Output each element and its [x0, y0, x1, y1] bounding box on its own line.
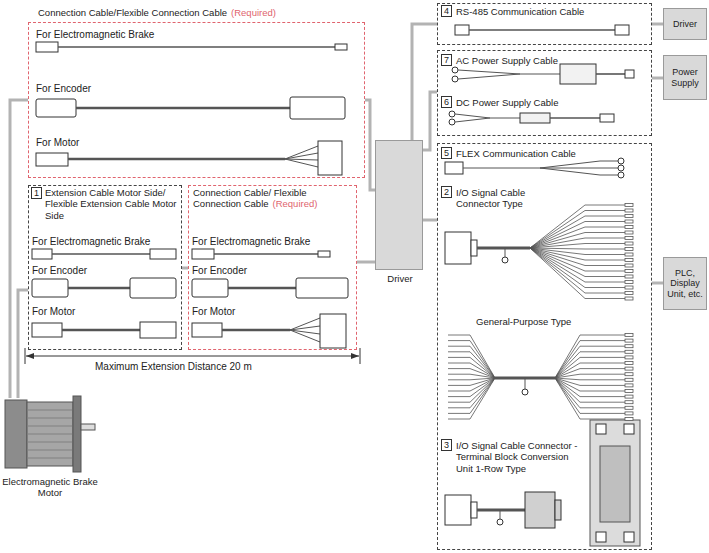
- heading-text: Connection Cable/Flexible Connection Cab…: [38, 7, 358, 18]
- device-label: PLC, Display Unit, etc.: [664, 265, 706, 302]
- cable-connector: [10, 100, 28, 398]
- cable-label: For Encoder: [192, 265, 247, 277]
- encoder-extension-cable: [32, 278, 176, 298]
- motor-extension-cable: [32, 322, 176, 338]
- node-text: General-Purpose Type: [476, 316, 626, 327]
- node-text: I/O Signal Cable Connector Type: [456, 187, 551, 210]
- ac-power-cable: [452, 64, 634, 84]
- dimension-label: Maximum Extension Distance 20 m: [95, 361, 252, 373]
- brake-cable: [192, 249, 330, 259]
- cable-label: For Electromagnetic Brake: [32, 236, 150, 248]
- group-title: Connection Cable/Flexible Connection Cab…: [38, 7, 227, 18]
- node-text: RS-485 Communication Cable: [456, 6, 646, 17]
- driver-box: Driver: [375, 140, 423, 270]
- cable-group: Connection Cable/Flexible Connection Cab…: [28, 22, 365, 178]
- node-text: FLEX Communication Cable: [456, 148, 646, 159]
- cable-connector: [357, 261, 375, 264]
- cable-label: For Encoder: [32, 265, 87, 277]
- motor-cable: [36, 141, 342, 175]
- node-text: DC Power Supply Cable: [456, 97, 646, 108]
- cable-label: For Electromagnetic Brake: [36, 29, 154, 41]
- device-box: Power Supply: [663, 55, 707, 100]
- node-text: AC Power Supply Cable: [456, 55, 646, 66]
- cable-connector: [423, 92, 437, 150]
- callout-number: 7: [441, 54, 452, 66]
- rs485-cable: [455, 25, 629, 35]
- cable-label: For Motor: [192, 306, 235, 318]
- flex-cable: [445, 158, 624, 178]
- cable-group: RS-485 Communication Cable: [437, 3, 652, 45]
- encoder-cable: [192, 278, 348, 298]
- device-label: Power Supply: [664, 64, 706, 91]
- cable-connector: [652, 282, 663, 285]
- dc-power-cable: [449, 111, 614, 125]
- cable-connector: [412, 24, 437, 140]
- callout-number: 4: [441, 5, 452, 17]
- heading-text: Connection Cable/ Flexible Connection Ca…: [193, 187, 353, 210]
- cable-connector: [365, 100, 375, 190]
- io-connector-cable: [445, 232, 530, 264]
- motor-cable: [192, 314, 346, 348]
- cable-label: For Electromagnetic Brake: [192, 236, 310, 248]
- callout-number: 5: [441, 147, 452, 159]
- device-box: PLC, Display Unit, etc.: [663, 257, 707, 310]
- cable-label: For Motor: [32, 306, 75, 318]
- required-note: (Required): [273, 198, 318, 209]
- cable-group: AC Power Supply Cable DC Power Supply Cab…: [437, 50, 652, 136]
- cable-connector: [18, 290, 28, 398]
- brake-extension-cable: [32, 249, 176, 259]
- node-text: Extension Cable Motor Side/ Flexible Ext…: [45, 187, 179, 221]
- callout-number: 6: [441, 96, 452, 108]
- node-text: Electromagnetic Brake Motor: [0, 476, 100, 499]
- callout-number: 2: [441, 186, 452, 198]
- required-note: (Required): [231, 7, 276, 18]
- node-text: Driver: [370, 273, 430, 284]
- harness-wires: [448, 204, 633, 421]
- cable-connector: [652, 77, 663, 80]
- io-general-cable: [495, 378, 555, 395]
- terminal-block-cable: [445, 420, 640, 546]
- device-label: Driver: [664, 16, 706, 32]
- encoder-cable: [36, 97, 345, 119]
- motor-illustration: [5, 396, 95, 472]
- device-box: Driver: [663, 8, 707, 40]
- cable-label: For Encoder: [36, 83, 91, 95]
- brake-cable: [36, 42, 347, 52]
- cable-connector: [652, 23, 663, 26]
- cable-label: For Motor: [36, 137, 79, 149]
- node-text: I/O Signal Cable Connector - Terminal Bl…: [456, 440, 586, 474]
- cable-group: FLEX Communication CableI/O Signal Cable…: [437, 143, 652, 550]
- motor-figure: Electromagnetic Brake Motor: [5, 398, 95, 474]
- callout-number: 1: [31, 187, 42, 199]
- callout-number: 3: [441, 439, 452, 451]
- cable-connector: [423, 219, 437, 222]
